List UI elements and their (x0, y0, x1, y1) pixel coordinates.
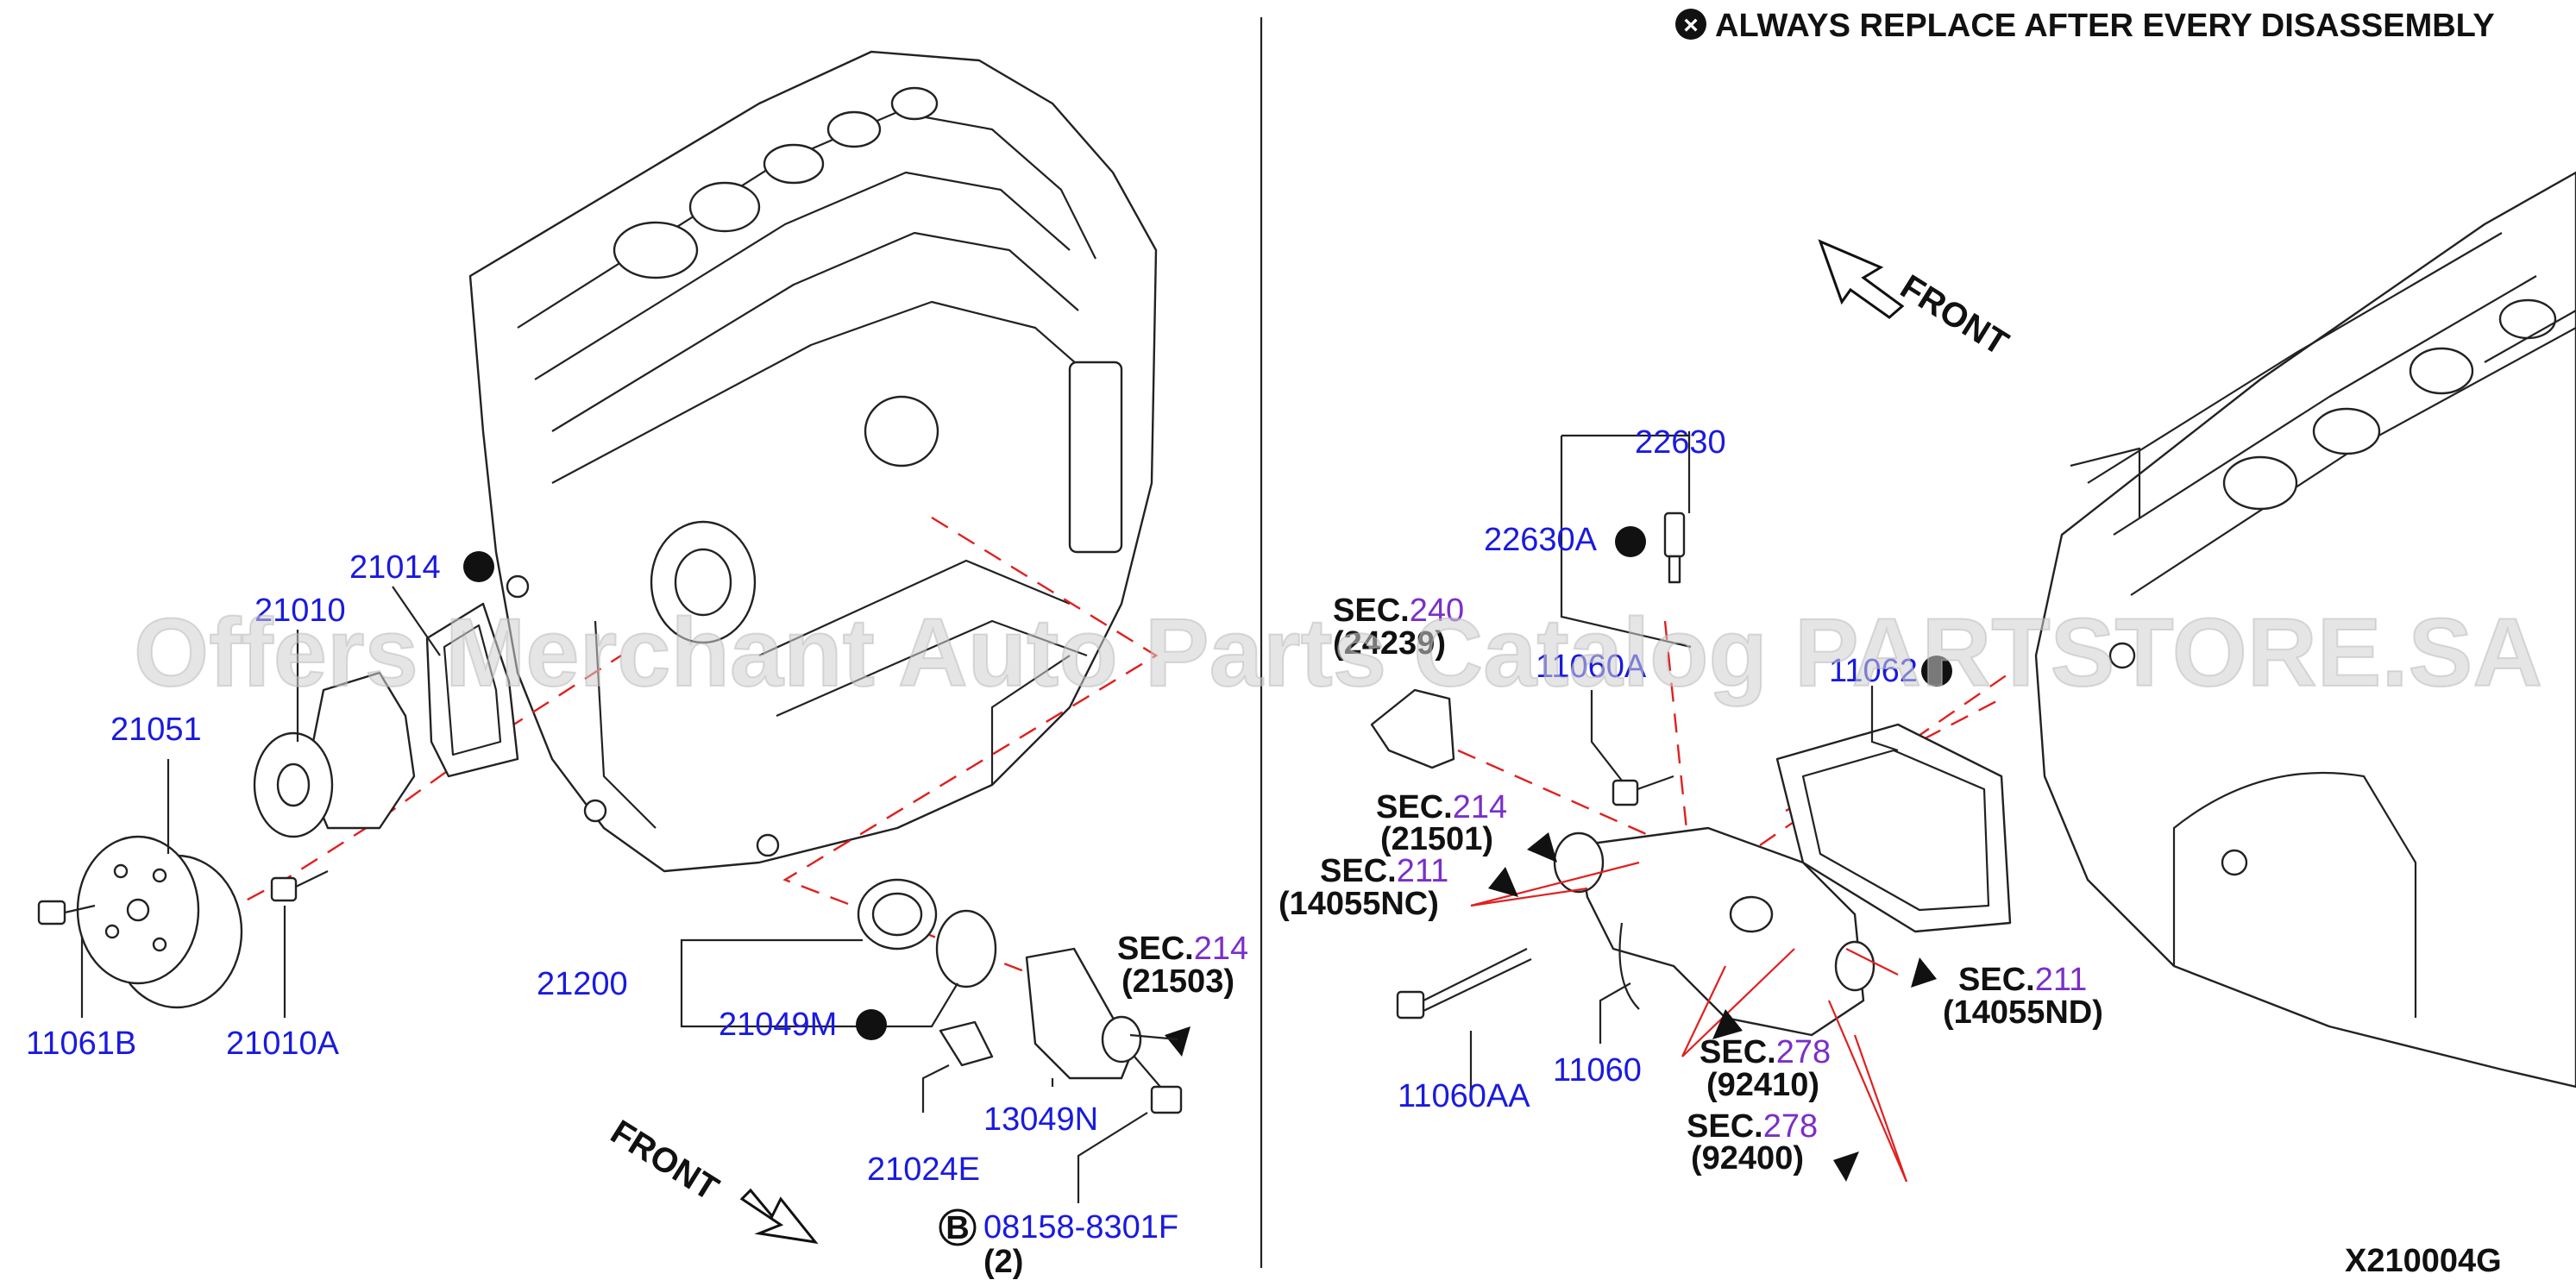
part-number-21010A: 21010A (226, 1026, 340, 1062)
part-number-13049N: 13049N (983, 1101, 1098, 1138)
part-number-11060: 11060 (1553, 1052, 1642, 1089)
water-housing-11060 (1553, 826, 1875, 1037)
svg-text:×: × (1683, 11, 1699, 40)
notice-text: ALWAYS REPLACE AFTER EVERY DISASSEMBLY (1715, 8, 2495, 44)
part-number-21014: 21014 (349, 549, 441, 586)
replace-symbol-icon (856, 1009, 887, 1040)
bolt-ref-badge (939, 1208, 977, 1246)
bracket-24239 (1370, 688, 1455, 769)
sec-ref-211-14055NC: SEC.211 (1320, 853, 1448, 889)
sec-ref-24239-code: (24239) (1333, 625, 1446, 662)
o-ring-21049M (935, 909, 997, 988)
part-number-22630: 22630 (1635, 424, 1726, 461)
replace-symbol-icon (1675, 9, 1706, 40)
front-arrow-left: FRONT (604, 1113, 819, 1245)
pulley-21051 (76, 835, 243, 1009)
bolt-11060A (1612, 775, 1674, 806)
part-number-22630A: 22630A (1484, 522, 1598, 558)
part-number-21049M: 21049M (719, 1007, 837, 1043)
temp-sensor-22630 (1663, 511, 1686, 584)
replace-symbol-icon (1921, 656, 1952, 687)
part-number-21051: 21051 (110, 712, 202, 748)
replace-symbol-icon (463, 551, 494, 582)
sec-ref-214-21503: SEC.214 (1117, 931, 1248, 967)
sec-ref-92400-code: (92400) (1691, 1140, 1804, 1176)
bolt-11061B (37, 900, 96, 925)
part-number-21010: 21010 (254, 593, 346, 629)
front-arrow-right: FRONT (1818, 239, 2014, 363)
right-engine-block (2034, 171, 2576, 1089)
sec-ref-21501-code: (21501) (1380, 821, 1493, 857)
clip-21024E (939, 1020, 994, 1067)
sec-ref-278-92400: SEC.278 (1687, 1108, 1818, 1145)
part-number-11060A: 11060A (1536, 649, 1647, 685)
sec-ref-92410-code: (92410) (1706, 1067, 1819, 1103)
drawing-code: X210004G (2345, 1243, 2502, 1279)
part-number-11060AA: 11060AA (1398, 1078, 1530, 1114)
part-number-11062: 11062 (1829, 653, 1918, 689)
gasket-21014 (425, 602, 519, 778)
watermark: Offers Merchant Auto Parts Catalog PARTS… (134, 599, 2542, 706)
bolt-21010A (270, 870, 329, 902)
sec-ref-14055NC-code: (14055NC) (1279, 886, 1439, 922)
thermostat-21200 (857, 878, 938, 951)
bolt-08158-8301F (1134, 1056, 1183, 1114)
sec-ref-14055ND-code: (14055ND) (1943, 995, 2103, 1031)
svg-text:FRONT: FRONT (604, 1113, 725, 1208)
part-number-21200: 21200 (537, 966, 628, 1002)
part-number-11061B: 11061B (26, 1026, 136, 1062)
water-outlet-13049N (1025, 947, 1142, 1080)
svg-text:FRONT: FRONT (1894, 267, 2014, 362)
left-engine-block (468, 50, 1158, 873)
part-number-08158-8301F: 08158-8301F (983, 1209, 1178, 1245)
bolt-11060AA (1396, 948, 1532, 1020)
sec-ref-21503-code: (21503) (1122, 963, 1235, 1000)
part-number-21024E: 21024E (867, 1151, 980, 1188)
sec-ref-240: SEC.240 (1333, 593, 1464, 629)
sec-ref-214-21501: SEC.214 (1376, 789, 1507, 825)
sec-ref-278-92410: SEC.278 (1700, 1034, 1831, 1070)
sec-ref-211-14055ND: SEC.211 (1958, 962, 2087, 998)
replace-symbol-icon (1615, 526, 1646, 557)
part-quantity: (2) (983, 1244, 1023, 1280)
bolt-ref-letter: B (946, 1210, 969, 1246)
water-pump-21010 (253, 671, 416, 838)
